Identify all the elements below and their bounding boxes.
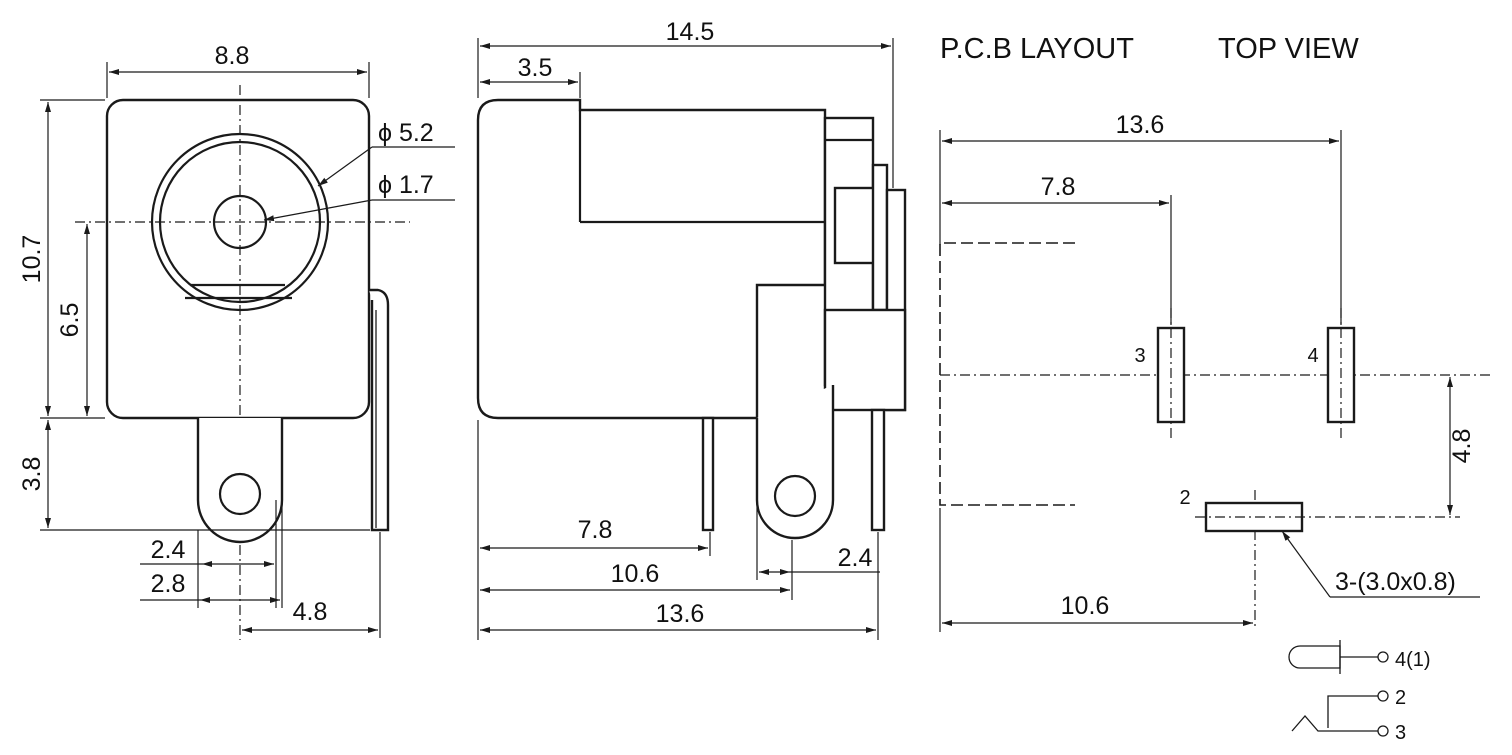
top-view-title: TOP VIEW xyxy=(1218,33,1359,65)
dim-pin2: 10.6 xyxy=(611,560,660,588)
dim-2-8: 2.8 xyxy=(151,570,186,598)
front-view: 8.8 10.7 6.5 3.8 ϕ 5.2 ϕ 1.7 2.4 2.8 4.8 xyxy=(18,42,455,640)
pcb-layout-title: P.C.B LAYOUT xyxy=(940,33,1134,65)
footprint-outline xyxy=(939,242,1075,506)
dim-height: 10.7 xyxy=(18,235,46,284)
dim-overall-length: 14.5 xyxy=(666,18,715,46)
dim-width: 8.8 xyxy=(215,42,250,70)
bottom-tab xyxy=(196,418,284,544)
side-housing xyxy=(476,98,827,420)
pad-2-label: 2 xyxy=(1179,487,1190,509)
schematic-symbol: 4(1) 2 3 xyxy=(1288,640,1431,744)
side-pin-right xyxy=(870,408,886,532)
pcb-dim-10-6: 10.6 xyxy=(1061,592,1110,620)
pcb-dim-7-8: 7.8 xyxy=(1041,173,1076,201)
pcb-dim-13-6: 13.6 xyxy=(1116,111,1165,139)
schematic-pin-3: 3 xyxy=(1395,722,1406,744)
dim-4-8: 4.8 xyxy=(293,598,328,626)
dim-outer-diameter: ϕ 5.2 xyxy=(378,119,434,147)
dim-front: 3.5 xyxy=(518,54,553,82)
pad-4-label: 4 xyxy=(1307,345,1318,367)
pcb-dim-4-8: 4.8 xyxy=(1448,429,1476,464)
dim-pin-width: 2.4 xyxy=(838,544,873,572)
tab-hole xyxy=(218,472,262,516)
side-pin-left xyxy=(701,416,715,532)
front-housing xyxy=(105,98,371,420)
dim-inner-diameter: ϕ 1.7 xyxy=(378,171,434,199)
dim-2-4: 2.4 xyxy=(151,536,186,564)
latch xyxy=(185,283,292,300)
dim-pin1: 7.8 xyxy=(578,516,613,544)
pcb-layout: P.C.B LAYOUT TOP VIEW 3 4 2 13.6 7.8 10.… xyxy=(939,33,1490,744)
dim-center-height: 6.5 xyxy=(56,303,84,338)
side-view: 14.5 3.5 7.8 10.6 13.6 2.4 xyxy=(476,18,907,640)
pad-3-label: 3 xyxy=(1134,345,1145,367)
dim-pin3: 13.6 xyxy=(656,600,705,628)
schematic-pin-4-1: 4(1) xyxy=(1395,649,1431,671)
side-pin xyxy=(369,288,390,532)
dim-pin-length: 3.8 xyxy=(18,457,46,492)
schematic-pin-2: 2 xyxy=(1395,687,1406,709)
slot-note: 3-(3.0x0.8) xyxy=(1335,568,1456,596)
